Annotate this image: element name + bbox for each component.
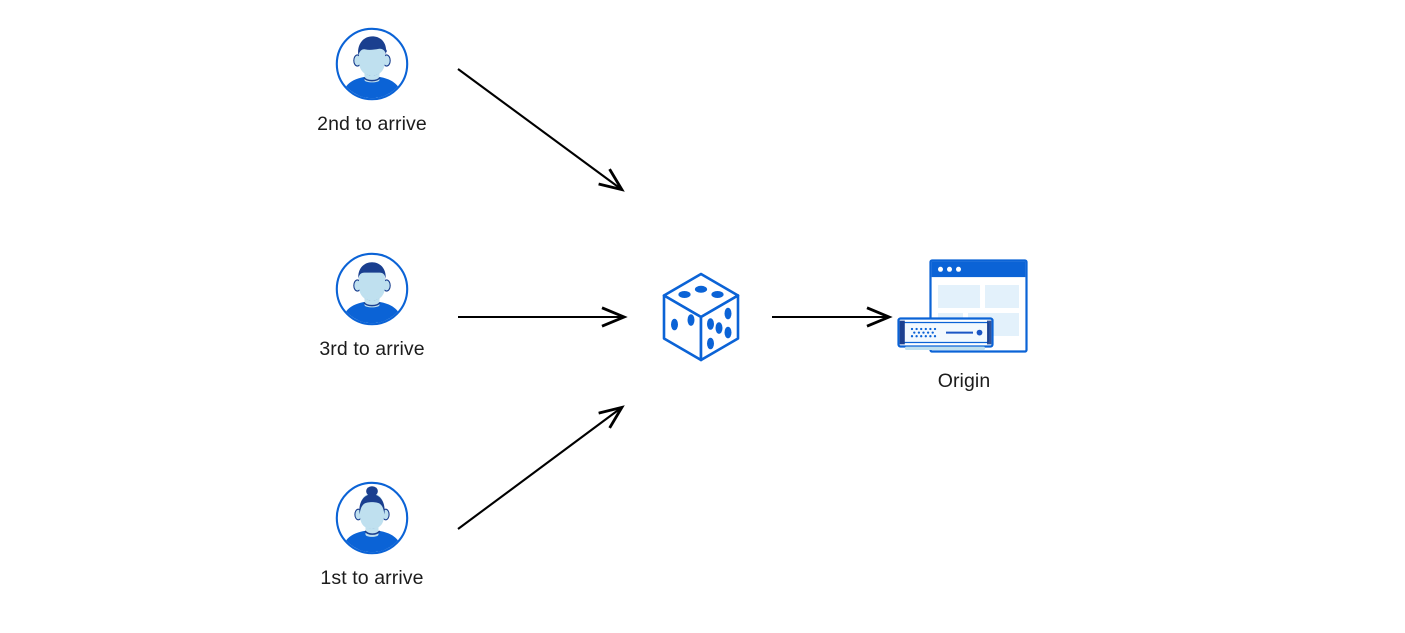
client-label-third: 3rd to arrive (319, 338, 425, 360)
server-icon (897, 317, 994, 350)
user-avatar-icon (335, 27, 409, 101)
dice-pips-left (671, 314, 695, 331)
dice-node[interactable] (660, 271, 742, 368)
user-avatar-icon (335, 481, 409, 555)
user-avatar-icon (335, 252, 409, 326)
window-dots-icon (938, 266, 961, 272)
arrow-first-to-dice (457, 408, 621, 530)
client-node-first[interactable]: 1st to arrive (320, 481, 423, 589)
server-vents (910, 327, 937, 338)
browser-window-with-server-icon (897, 259, 1028, 353)
dice-pips-top (678, 285, 724, 298)
client-node-third[interactable]: 3rd to arrive (319, 252, 425, 360)
dice-pips-right (707, 307, 732, 350)
client-label-first: 1st to arrive (320, 567, 424, 589)
client-label-second: 2nd to arrive (317, 113, 427, 135)
client-node-second[interactable]: 2nd to arrive (317, 27, 427, 135)
dice-icon (662, 272, 740, 362)
origin-node[interactable]: Origin (894, 258, 1034, 392)
origin-label: Origin (937, 370, 991, 392)
